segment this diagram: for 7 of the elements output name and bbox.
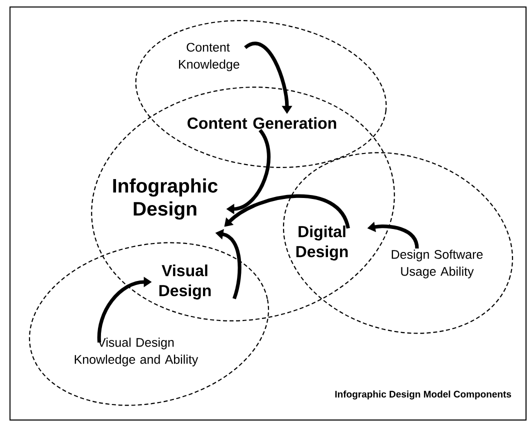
heading-label: Infographic Design	[113, 178, 218, 220]
caption: Infographic Design Model Components	[335, 390, 512, 400]
node-label: Design Software Usage Ability	[392, 250, 483, 278]
node-label: Content Knowledge	[179, 42, 240, 72]
heading-label: Digital Design	[296, 226, 348, 260]
heading-label: Visual Design	[159, 264, 211, 300]
heading-label: Content Generation	[188, 117, 336, 129]
